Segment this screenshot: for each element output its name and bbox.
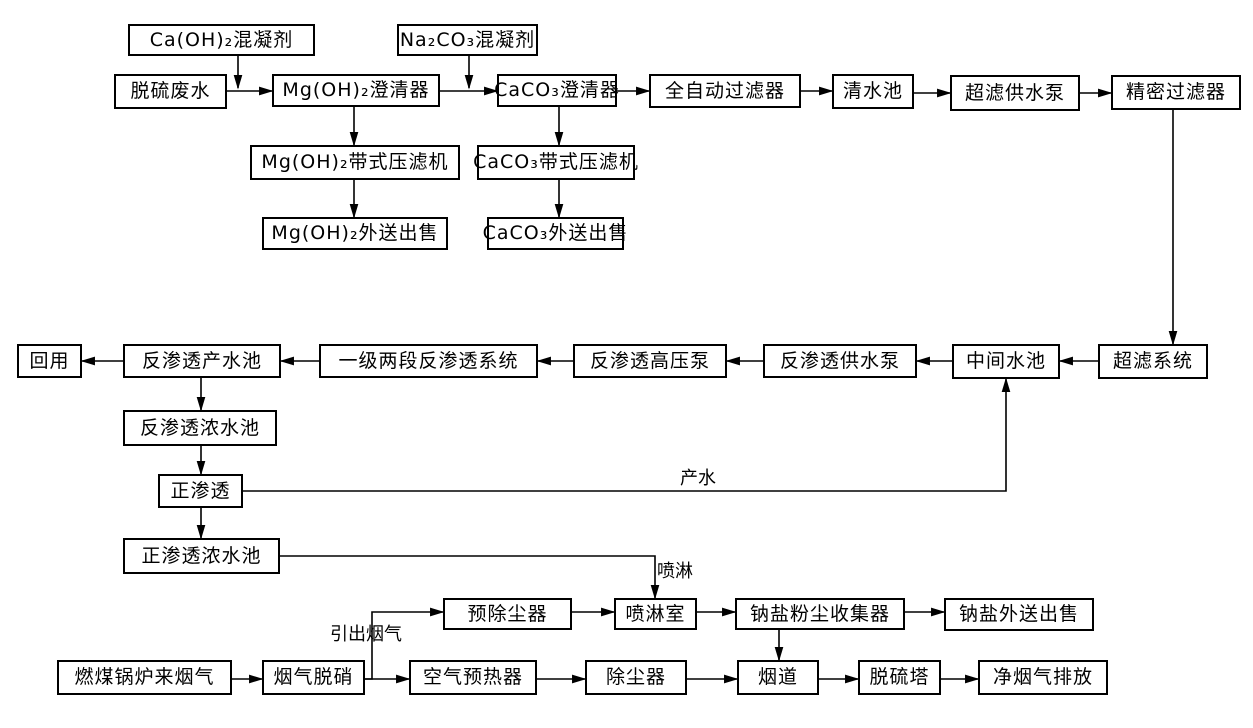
air-preheater-box: 空气预热器: [409, 660, 537, 695]
ro-high-pressure-pump-box: 反渗透高压泵: [573, 344, 727, 378]
reuse-box: 回用: [17, 344, 82, 378]
clean-flue-gas-discharge-box: 净烟气排放: [978, 660, 1108, 695]
auto-filter-box: 全自动过滤器: [649, 74, 801, 108]
flue-duct-box: 烟道: [737, 660, 819, 695]
ro-two-stage-system-box: 一级两段反渗透系统: [319, 344, 538, 378]
desulfurization-wastewater-box: 脱硫废水: [114, 74, 227, 109]
sodium-salt-dust-collector-box: 钠盐粉尘收集器: [735, 598, 905, 630]
na2co3-coagulant-box: Na₂CO₃混凝剂: [397, 24, 538, 56]
arrow-fo-product-water: [243, 377, 1011, 492]
boiler-flue-gas-box: 燃煤锅炉来烟气: [57, 660, 232, 695]
sodium-salt-sale-box: 钠盐外送出售: [944, 598, 1094, 631]
flue-gas-denitration-box: 烟气脱硝: [262, 660, 365, 695]
fo-concentrate-pool-box: 正渗透浓水池: [123, 538, 280, 574]
caoh-coagulant-box: Ca(OH)₂混凝剂: [128, 24, 315, 56]
pre-dust-collector-box: 预除尘器: [443, 598, 572, 630]
clear-water-pool-box: 清水池: [832, 74, 914, 109]
forward-osmosis-box: 正渗透: [158, 474, 243, 508]
ro-feed-pump-box: 反渗透供水泵: [763, 344, 917, 378]
deduster-box: 除尘器: [585, 660, 687, 695]
caco3-clarifier-box: CaCO₃澄清器: [494, 74, 619, 107]
uf-feed-pump-box: 超滤供水泵: [950, 75, 1080, 111]
desulfurization-tower-box: 脱硫塔: [858, 660, 941, 695]
extract-flue-gas-label: 引出烟气: [330, 624, 402, 645]
spray-room-box: 喷淋室: [614, 598, 697, 630]
ro-product-pool-box: 反渗透产水池: [123, 344, 281, 378]
mgoh-clarifier-box: Mg(OH)₂澄清器: [272, 74, 440, 107]
arrow-foconc-spray: [280, 555, 660, 600]
ro-concentrate-pool-box: 反渗透浓水池: [123, 410, 277, 446]
caco3-sale-box: CaCO₃外送出售: [483, 217, 627, 250]
caco3-belt-press-box: CaCO₃带式压滤机: [473, 145, 638, 180]
uf-system-box: 超滤系统: [1098, 344, 1208, 379]
mgoh-sale-box: Mg(OH)₂外送出售: [262, 217, 448, 250]
mgoh-belt-press-box: Mg(OH)₂带式压滤机: [250, 145, 460, 180]
product-water-label: 产水: [680, 468, 716, 489]
spray-label: 喷淋: [657, 561, 693, 582]
precision-filter-box: 精密过滤器: [1111, 75, 1241, 110]
middle-water-pool-box: 中间水池: [952, 344, 1060, 379]
